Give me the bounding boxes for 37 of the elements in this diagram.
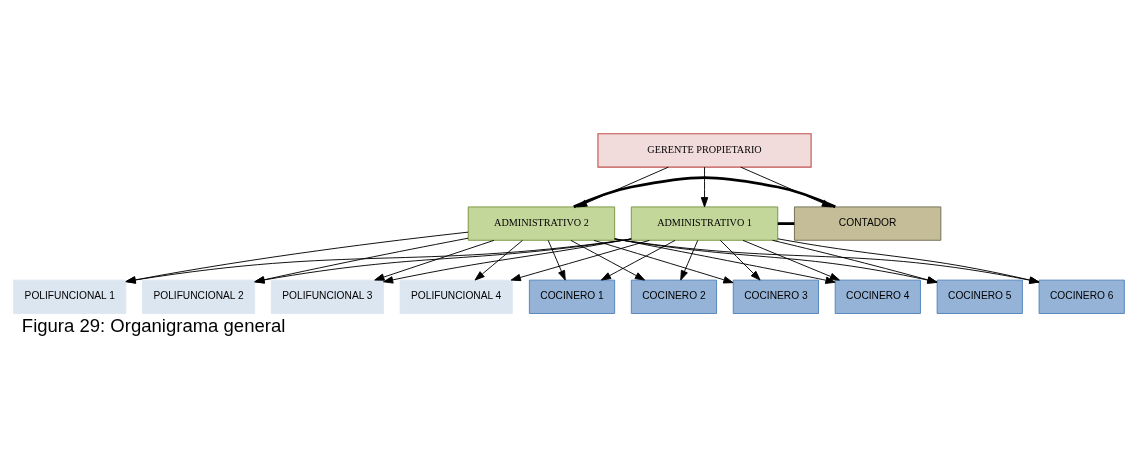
arrow — [719, 239, 761, 281]
arrow — [254, 237, 469, 284]
arrow — [600, 239, 676, 281]
arrow — [680, 239, 699, 281]
arrow — [125, 231, 469, 284]
arrow — [383, 238, 632, 284]
arrow — [125, 238, 632, 284]
node-box: COCINERO 2 — [630, 279, 718, 314]
node-box: ADMINISTRATIVO 2 — [467, 206, 616, 241]
arrow — [777, 238, 1040, 284]
node-box: COCINERO 5 — [936, 279, 1023, 314]
arrow — [374, 239, 495, 281]
arrow — [510, 239, 650, 282]
arrow — [547, 239, 566, 281]
arrow — [772, 239, 938, 284]
arrow — [700, 166, 709, 208]
arrow — [614, 238, 836, 284]
arrow — [614, 238, 1040, 284]
node-box: POLIFUNCIONAL 2 — [142, 279, 256, 314]
node-box: CONTADOR — [793, 206, 942, 241]
node-box: COCINERO 1 — [528, 279, 616, 314]
node-box: POLIFUNCIONAL 3 — [270, 279, 384, 314]
node-box: GERENTE PROPIETARIO — [597, 133, 812, 168]
arrow — [570, 239, 646, 281]
arrow — [593, 239, 734, 284]
node-box: POLIFUNCIONAL 4 — [399, 279, 513, 314]
caption: Figura 29: Organigrama general — [21, 315, 286, 337]
arrow — [474, 239, 523, 281]
node-box: POLIFUNCIONAL 1 — [13, 279, 127, 314]
arrow — [742, 239, 840, 281]
arrow — [614, 238, 938, 284]
node-box: ADMINISTRATIVO 1 — [630, 206, 779, 241]
arrow — [254, 238, 632, 284]
connector — [777, 222, 795, 225]
node-box: COCINERO 3 — [732, 279, 819, 314]
node-box: COCINERO 4 — [834, 279, 921, 314]
node-box: COCINERO 6 — [1038, 279, 1125, 314]
